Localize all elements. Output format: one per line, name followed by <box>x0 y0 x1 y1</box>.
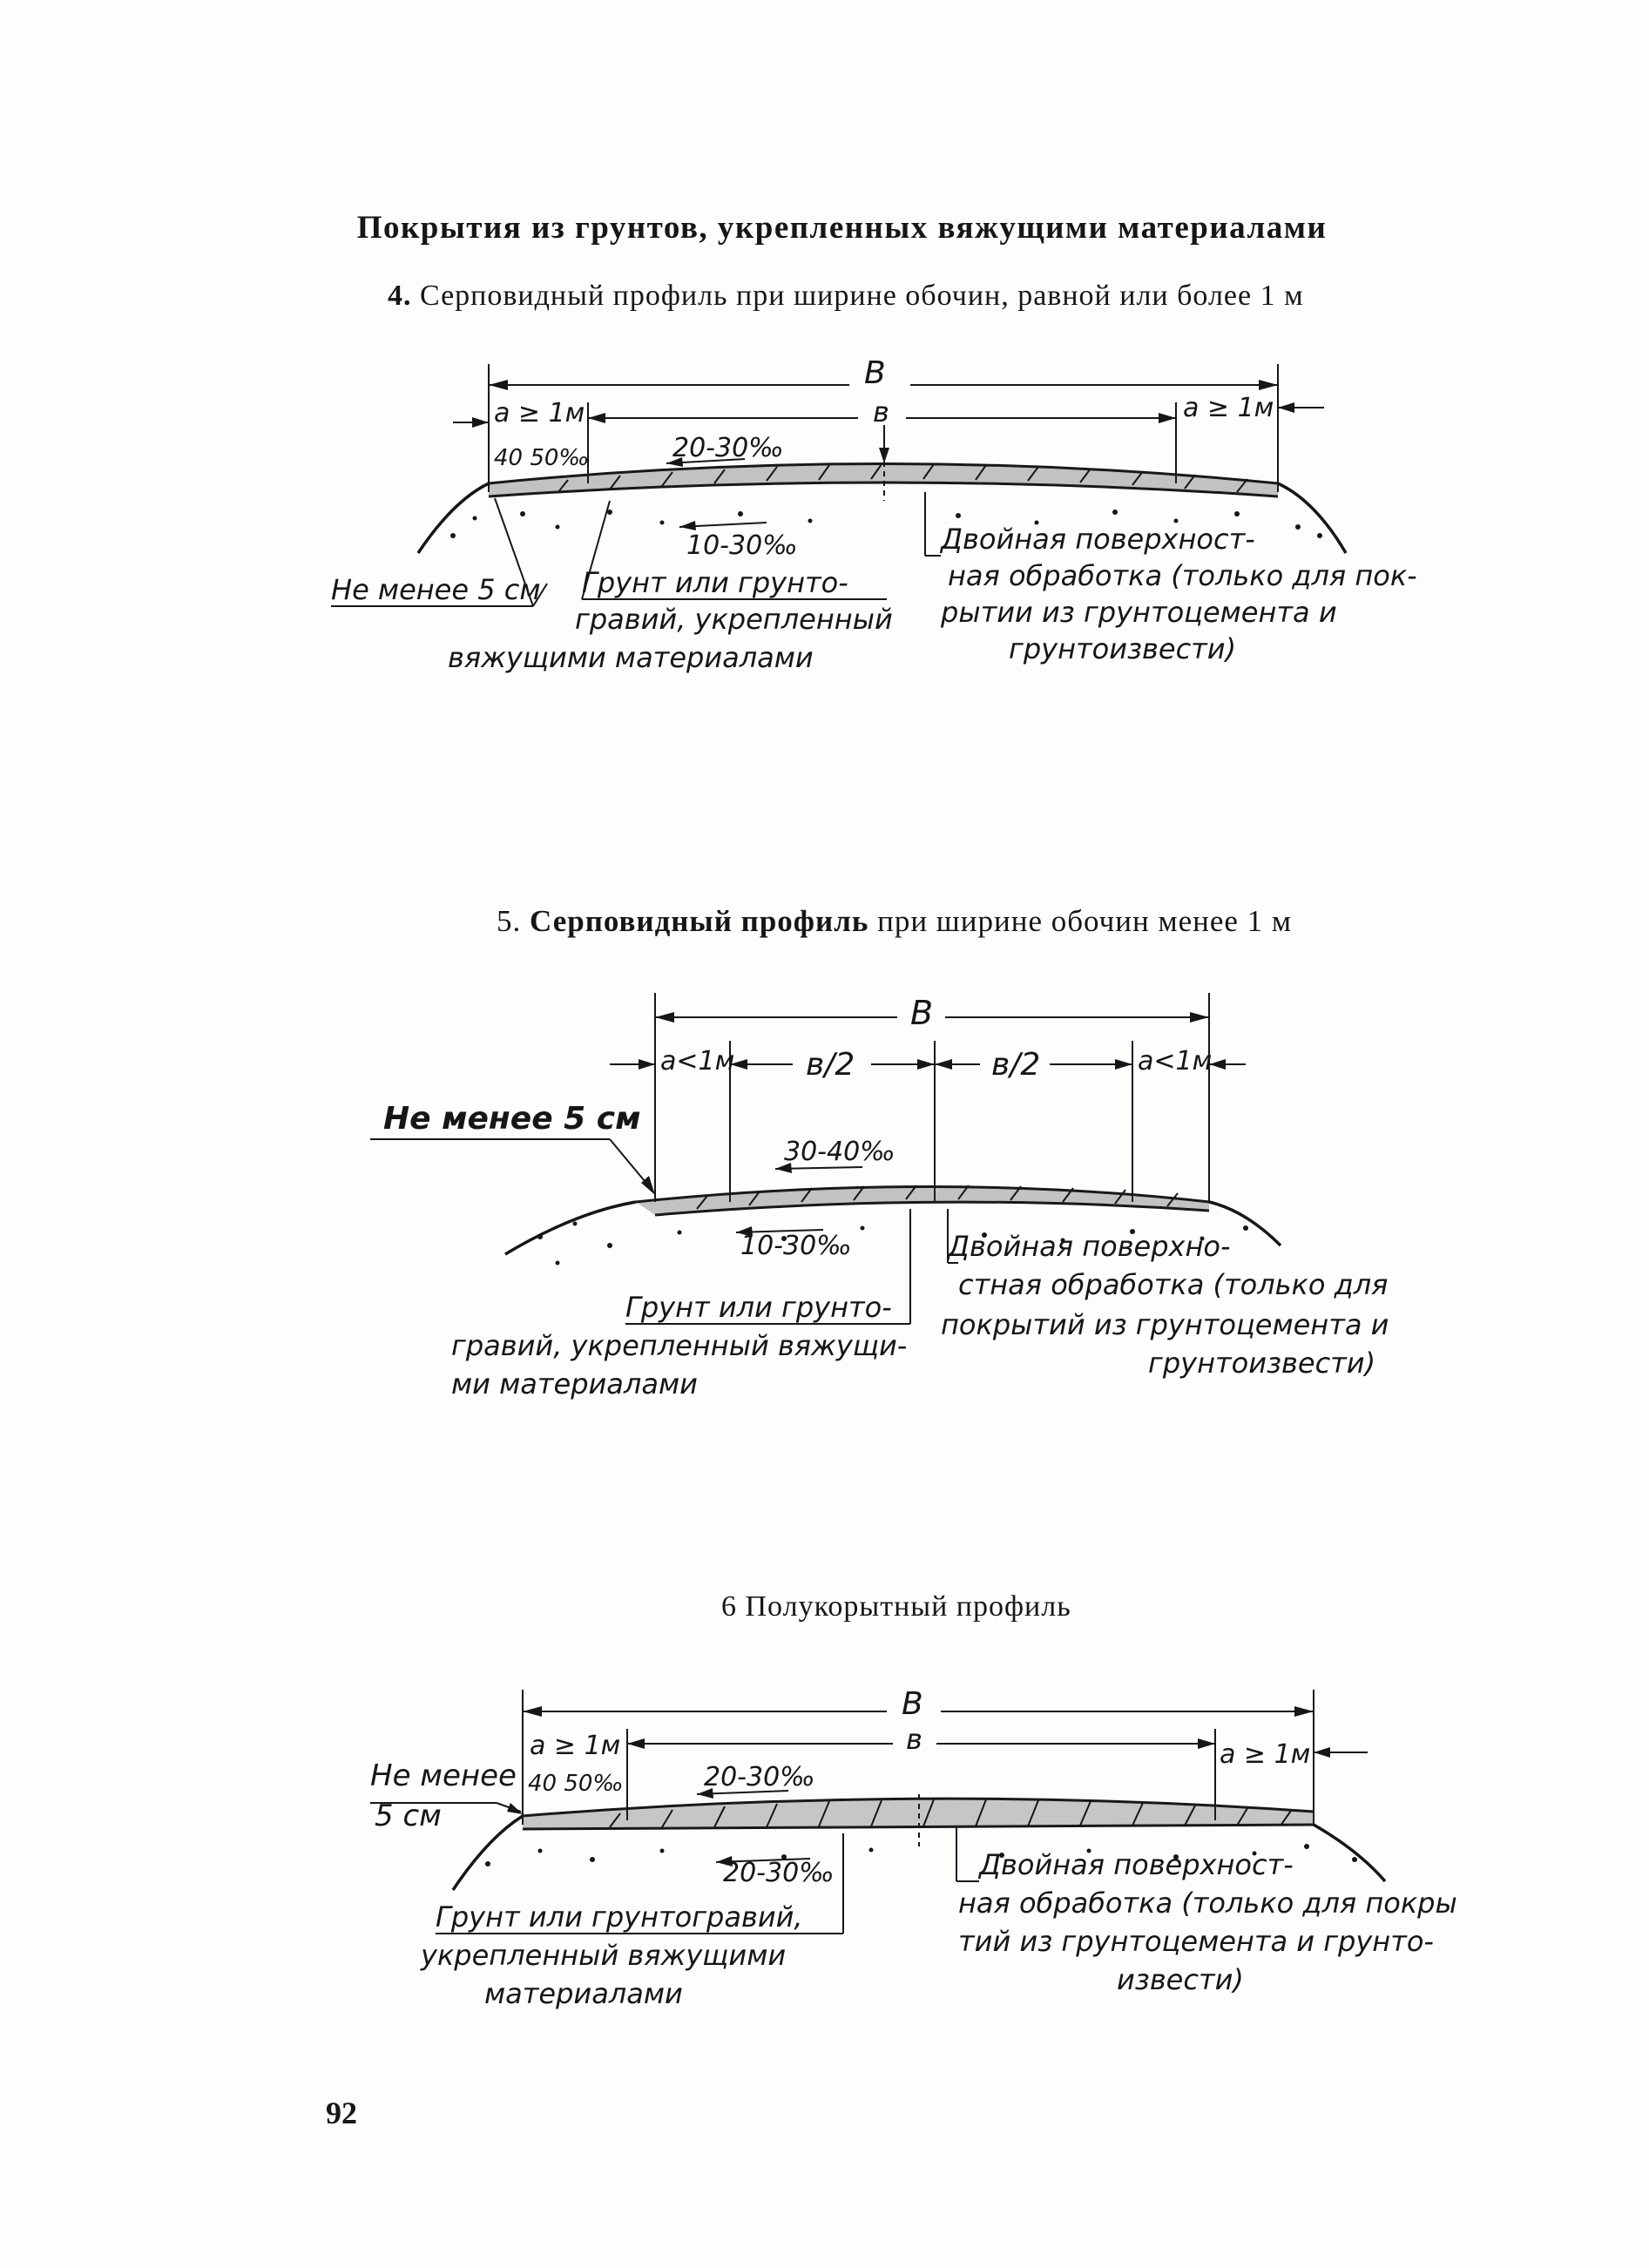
figure-6-carriageway-label: в <box>906 1723 922 1756</box>
svg-text:Грунт или грунто-: Грунт или грунто- <box>582 566 848 599</box>
figure-5-cross-section <box>504 1185 1282 1266</box>
figure-5-treatment-label: Двойная поверхно- стная обработка (тольк… <box>941 1230 1389 1380</box>
svg-text:Двойная поверхност-: Двойная поверхност- <box>939 523 1255 556</box>
figure-4-diagram: В в а ≥ 1м а ≥ 1м 40 50‰ 20-30‰ <box>331 355 1417 674</box>
page-number: 92 <box>326 2096 357 2130</box>
figure-6-base-slope-label: 20-30‰ <box>723 1858 835 1888</box>
figure-6-number: 6 <box>721 1590 737 1623</box>
figure-5-soil-texture <box>537 1221 1248 1266</box>
svg-text:тий из грунтоцемента и грунто-: тий из грунтоцемента и грунто- <box>958 1925 1434 1958</box>
svg-text:ная обработка (только для пок-: ная обработка (только для пок- <box>948 559 1417 592</box>
figure-5-shoulder-left-label: а<1м <box>660 1046 734 1077</box>
figure-4-hatching <box>557 463 1248 494</box>
section-heading: Покрытия из грунтов, укрепленных вяжущим… <box>356 210 1328 246</box>
svg-text:стная обработка (только для: стная обработка (только для <box>958 1268 1388 1301</box>
figure-5-caption-bold: Серповидный профиль <box>530 904 869 938</box>
figure-6-dimension-lines <box>522 1690 1368 1825</box>
svg-text:Грунт или грунтогравий,: Грунт или грунтогравий, <box>436 1900 803 1934</box>
figure-5-half-left-label: в/2 <box>806 1047 855 1083</box>
svg-text:ная обработка (только для покр: ная обработка (только для покры <box>958 1887 1457 1920</box>
figure-4-caption: 4. Серповидный профиль при ширине обочин… <box>388 281 1304 311</box>
figure-5-min-thickness-label: Не менее 5 см <box>383 1101 641 1137</box>
figure-5-half-right-label: в/2 <box>991 1047 1040 1083</box>
svg-text:Не менее: Не менее <box>370 1758 517 1793</box>
figure-6-hatching <box>609 1799 1292 1828</box>
figure-4-shoulder-right-label: а ≥ 1м <box>1183 393 1274 423</box>
svg-text:гравий, укрепленный вяжущи-: гравий, укрепленный вяжущи- <box>451 1329 907 1362</box>
figure-5-material-label: Грунт или грунто- гравий, укрепленный вя… <box>451 1291 907 1401</box>
svg-text:ми материалами: ми материалами <box>451 1367 698 1401</box>
figure-4-base-slope-label: 10-30‰ <box>686 530 798 561</box>
figure-5-caption: 5. Серповидный профиль при ширине обочин… <box>497 906 1292 936</box>
figure-5-total-width-label: В <box>910 994 933 1032</box>
figure-6-shoulder-right-label: а ≥ 1м <box>1220 1739 1310 1770</box>
figure-6-material-label: Грунт или грунтогравий, укрепленный вяжу… <box>420 1900 803 2010</box>
svg-text:гравий, укрепленный: гравий, укрепленный <box>575 603 893 636</box>
svg-text:извести): извести) <box>1117 1963 1244 1996</box>
figure-5-shoulder-right-label: а<1м <box>1138 1046 1212 1077</box>
figure-6-shoulder-left-label: а ≥ 1м <box>530 1731 620 1761</box>
figure-5-number: 5. <box>497 904 522 938</box>
svg-text:грунтоизвести): грунтоизвести) <box>1148 1347 1375 1380</box>
figure-4-total-width-label: В <box>864 355 886 391</box>
figure-5-diagram: В а<1м в/2 в/2 а<1м Не менее 5 см 30-40‰ <box>370 993 1389 1401</box>
figure-5-dimension-lines <box>610 993 1246 1202</box>
figure-6-cross-section <box>451 1794 1387 1891</box>
svg-text:Грунт или грунто-: Грунт или грунто- <box>625 1291 892 1324</box>
figure-6-shoulder-slope-label: 40 50‰ <box>528 1771 624 1797</box>
svg-text:Двойная поверхност-: Двойная поверхност- <box>977 1848 1294 1881</box>
figure-5-top-slope-label: 30-40‰ <box>784 1137 895 1167</box>
figure-4-dimension-lines <box>453 364 1324 492</box>
figure-6-treatment-label: Двойная поверхност- ная обработка (тольк… <box>958 1848 1457 1996</box>
svg-text:материалами: материалами <box>484 1977 683 2010</box>
svg-text:грунтоизвести): грунтоизвести) <box>1009 632 1236 665</box>
figure-6-min-thickness-label: Не менее 5 см <box>370 1758 517 1833</box>
figure-4-cross-section <box>416 462 1348 554</box>
svg-text:рытии из грунтоцемента и: рытии из грунтоцемента и <box>940 596 1337 629</box>
svg-text:вяжущими материалами: вяжущими материалами <box>448 641 814 674</box>
svg-text:покрытий из грунтоцемента и: покрытий из грунтоцемента и <box>941 1308 1389 1341</box>
figure-6-diagram: В в а ≥ 1м а ≥ 1м 40 50‰ 20-30‰ Не менее… <box>370 1686 1457 2010</box>
figure-5-hatching <box>696 1185 1179 1210</box>
figure-6-caption-text: Полукорытный профиль <box>745 1590 1071 1623</box>
figure-6-caption: 6 Полукорытный профиль <box>721 1592 1071 1622</box>
svg-text:укрепленный вяжущими: укрепленный вяжущими <box>420 1939 786 1972</box>
svg-text:Двойная поверхно-: Двойная поверхно- <box>946 1230 1231 1263</box>
svg-text:5 см: 5 см <box>375 1799 442 1833</box>
figure-4-shoulder-slope-label: 40 50‰ <box>494 445 590 471</box>
figure-6-top-slope-label: 20-30‰ <box>704 1762 815 1792</box>
figure-4-shoulder-left-label: а ≥ 1м <box>494 398 585 429</box>
figure-4-treatment-label: Двойная поверхност- ная обработка (тольк… <box>939 523 1417 665</box>
figure-5-base-slope-label: 10-30‰ <box>740 1231 852 1261</box>
figure-4-caption-text: Серповидный профиль при ширине обочин, р… <box>420 280 1304 312</box>
figure-4-number: 4. <box>388 280 412 312</box>
figure-4-material-label: Грунт или грунто- гравий, укрепленный вя… <box>448 566 893 674</box>
figure-6-total-width-label: В <box>902 1686 923 1722</box>
figure-6-soil-texture <box>485 1844 1357 1866</box>
figure-5-caption-text: при ширине обочин менее 1 м <box>877 904 1293 938</box>
figure-4-top-slope-label: 20-30‰ <box>672 433 784 463</box>
figure-4-soil-texture <box>450 510 1322 538</box>
figure-4-carriageway-label: в <box>873 395 889 429</box>
figure-4-min-thickness-label: Не менее 5 см <box>331 573 540 606</box>
